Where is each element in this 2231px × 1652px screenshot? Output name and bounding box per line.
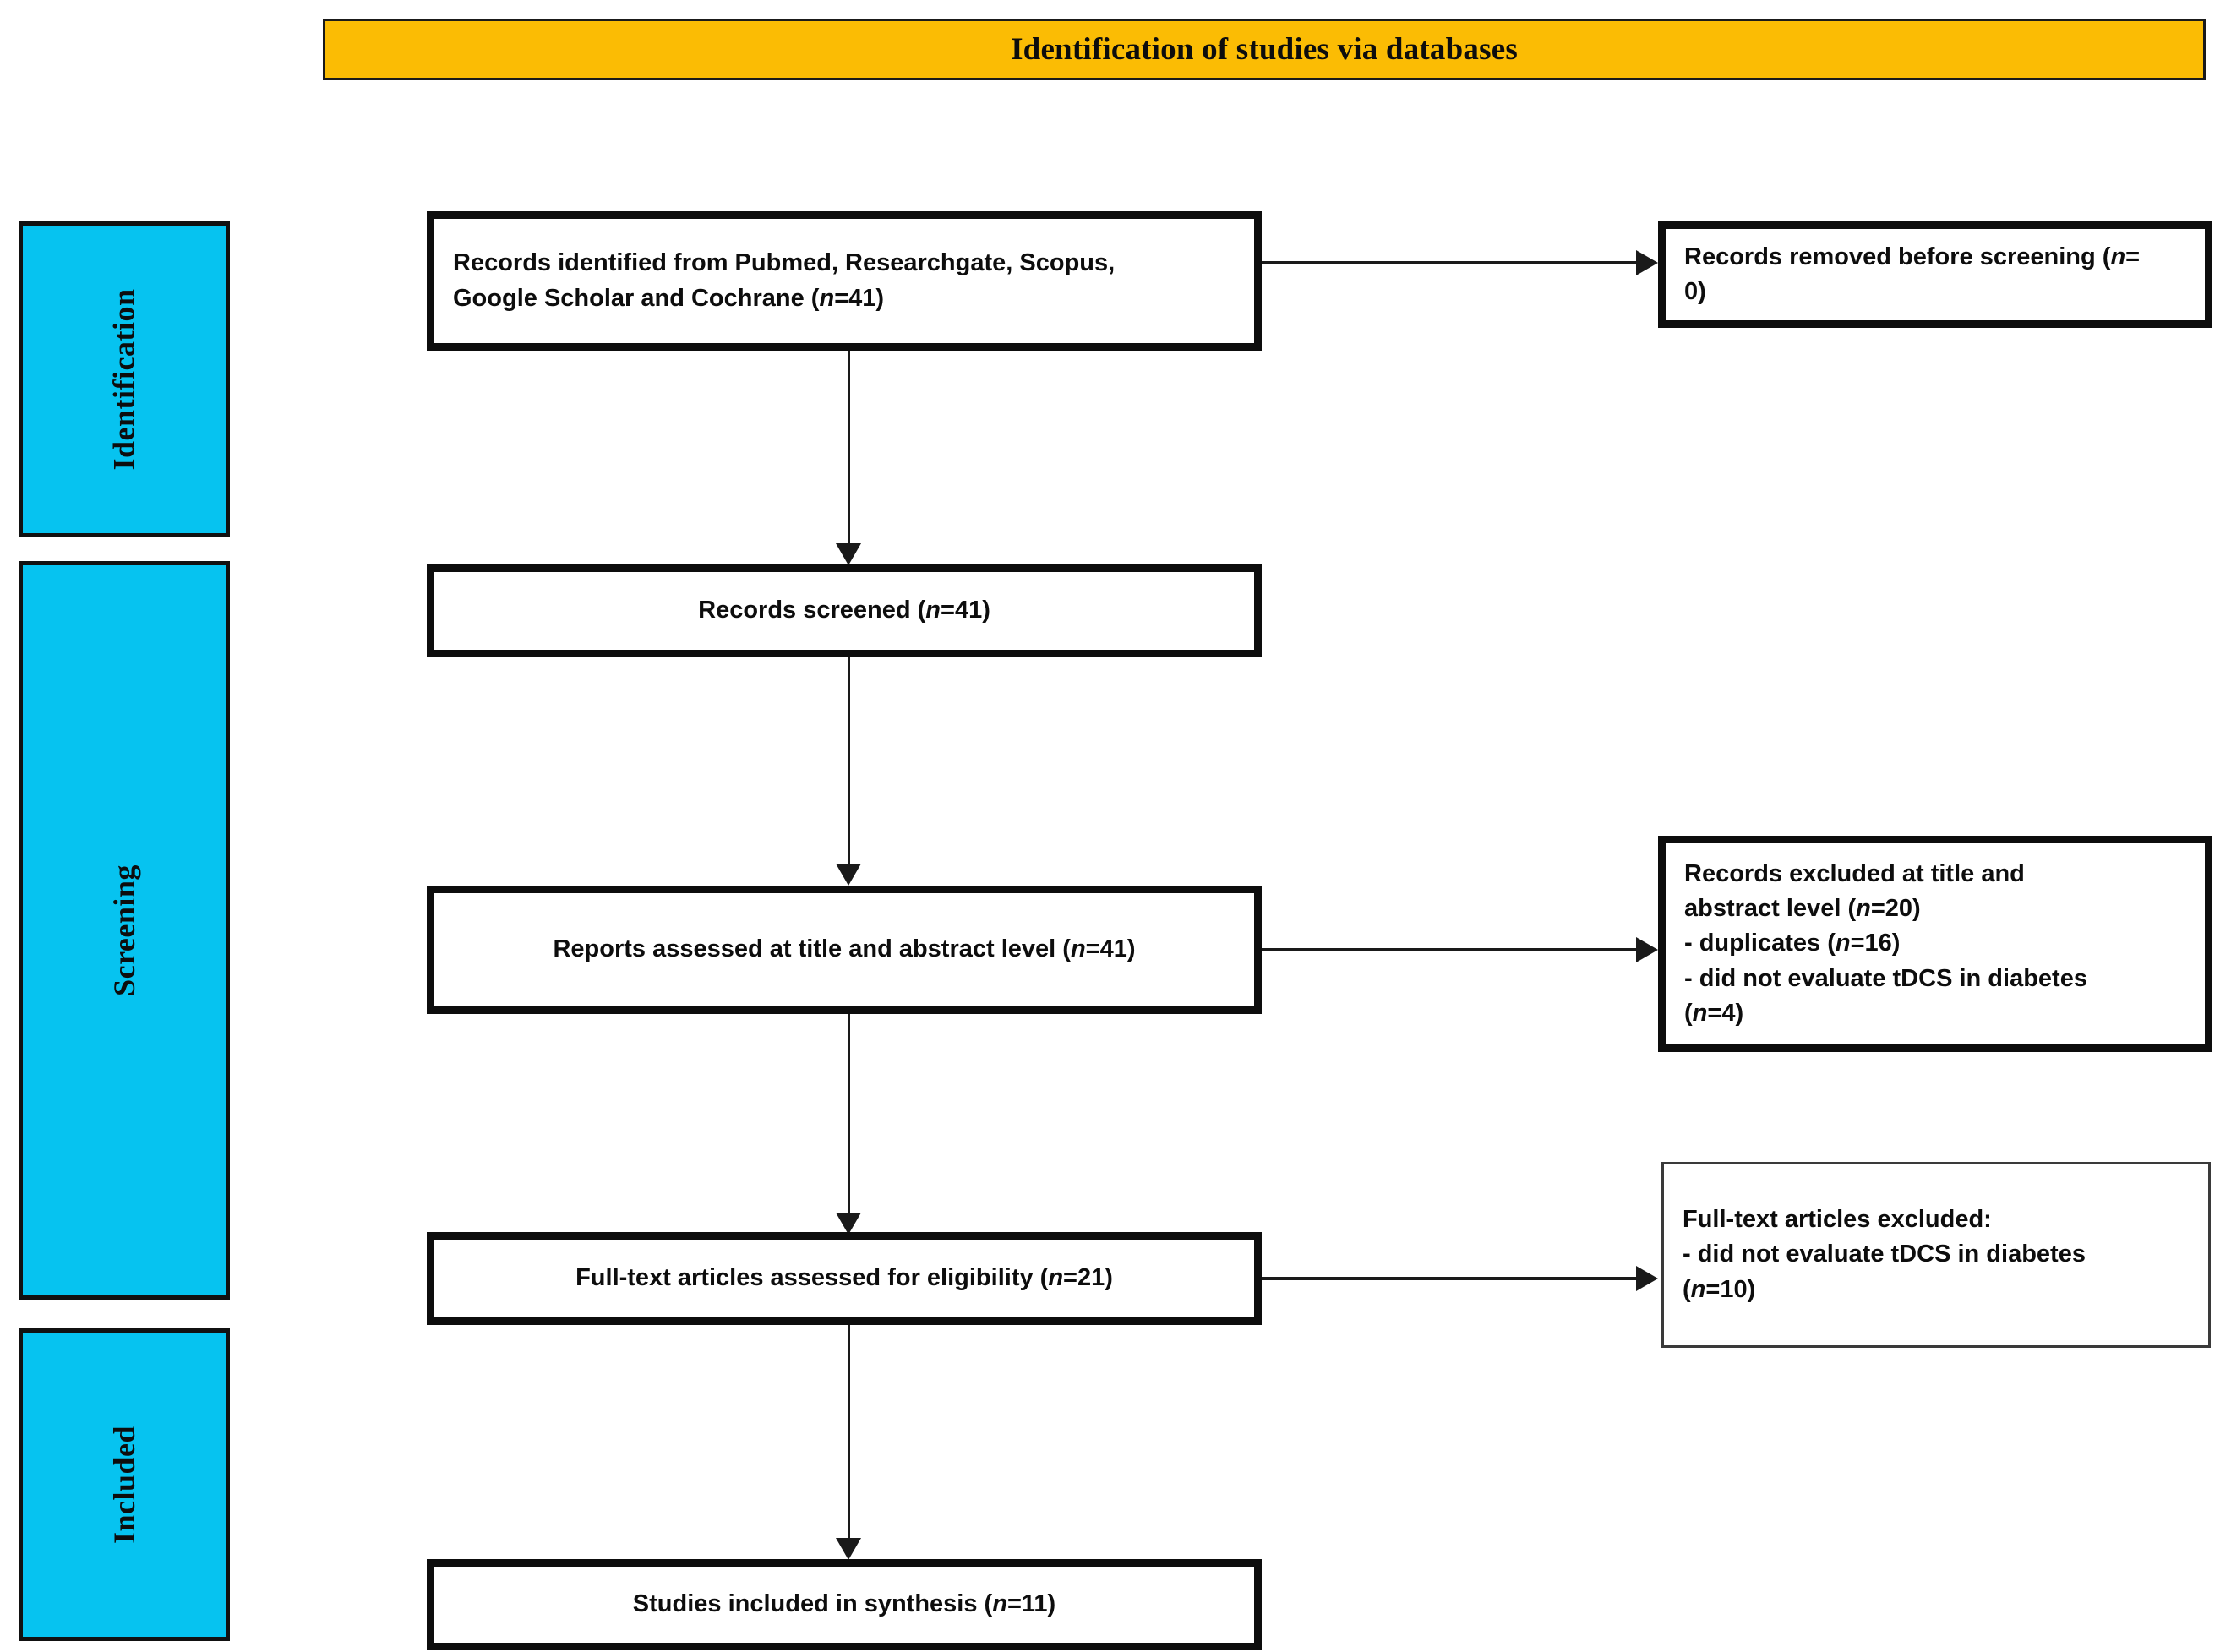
arrowhead-fulltext-to-excluded (1636, 1266, 1658, 1291)
stage-box-identification: Identification (19, 221, 230, 537)
connector-identified-to-removed (1262, 261, 1636, 264)
node-reports-assessed: Reports assessed at title and abstract l… (427, 886, 1262, 1014)
arrowhead-assessed-to-excluded (1636, 937, 1658, 962)
banner-title: Identification of studies via databases (1011, 32, 1518, 67)
node-fulltext-assessed-text: Full-text articles assessed for eligibil… (575, 1264, 1113, 1292)
connector-assessed-to-excluded (1262, 948, 1636, 951)
node-fulltext-excluded-text: Full-text articles excluded: - did not e… (1683, 1206, 2086, 1303)
connector-assessed-to-fulltext (848, 1014, 850, 1213)
stage-label-included: Included (107, 1425, 141, 1545)
node-studies-included-text: Studies included in synthesis (n=11) (632, 1590, 1056, 1618)
connector-screened-to-assessed (848, 657, 850, 864)
arrowhead-screened-to-assessed (836, 864, 861, 886)
node-records-screened-text: Records screened (n=41) (698, 597, 990, 624)
arrowhead-identified-to-removed (1636, 250, 1658, 275)
node-records-removed: Records removed before screening (n= 0) (1658, 221, 2212, 328)
connector-identified-to-screened (848, 351, 850, 543)
stage-label-identification: Identification (106, 288, 141, 471)
node-records-identified: Records identified from Pubmed, Research… (427, 211, 1262, 351)
node-reports-assessed-text: Reports assessed at title and abstract l… (553, 935, 1136, 963)
node-records-removed-text: Records removed before screening (n= 0) (1684, 243, 2141, 305)
arrowhead-fulltext-to-included (836, 1538, 861, 1560)
banner-identification-via-databases: Identification of studies via databases (323, 19, 2206, 80)
node-records-identified-text: Records identified from Pubmed, Research… (453, 249, 1116, 312)
node-fulltext-assessed: Full-text articles assessed for eligibil… (427, 1232, 1262, 1325)
node-fulltext-excluded: Full-text articles excluded: - did not e… (1661, 1162, 2211, 1348)
node-records-excluded-text: Records excluded at title and abstract l… (1684, 860, 2087, 1027)
connector-fulltext-to-included (848, 1325, 850, 1538)
connector-fulltext-to-excluded (1262, 1277, 1636, 1280)
arrowhead-assessed-to-fulltext (836, 1213, 861, 1235)
stage-label-screening: Screening (107, 864, 141, 996)
stage-box-included: Included (19, 1328, 230, 1641)
node-records-screened: Records screened (n=41) (427, 564, 1262, 657)
arrowhead-identified-to-screened (836, 543, 861, 565)
node-studies-included: Studies included in synthesis (n=11) (427, 1559, 1262, 1650)
stage-box-screening: Screening (19, 561, 230, 1300)
node-records-excluded: Records excluded at title and abstract l… (1658, 836, 2212, 1052)
